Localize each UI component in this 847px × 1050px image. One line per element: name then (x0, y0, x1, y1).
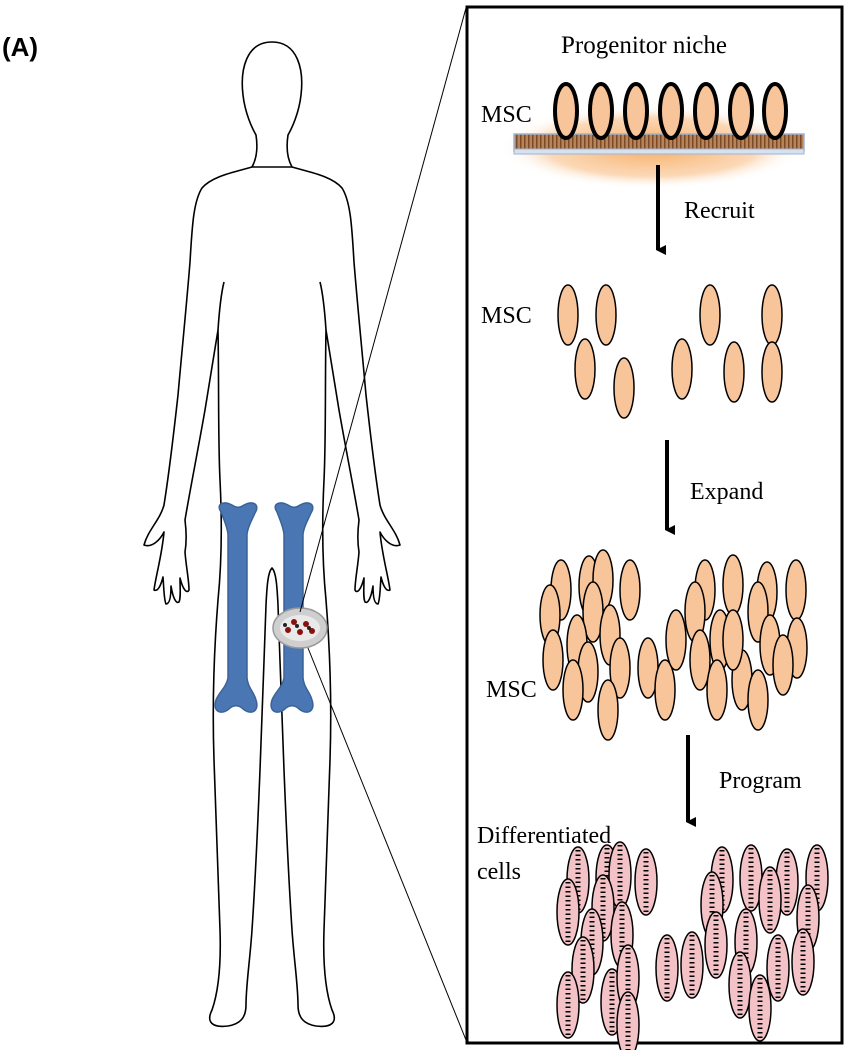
msc-cell (761, 341, 783, 403)
msc-label-expanded: MSC (486, 677, 537, 703)
msc-cell (613, 357, 635, 419)
msc-label-recruited: MSC (481, 303, 532, 329)
differentiated-cell (791, 928, 815, 996)
zoom-line-bottom (307, 647, 467, 1041)
differentiated-cell (634, 848, 658, 916)
differentiated-cell (556, 971, 580, 1039)
msc-cell (772, 634, 794, 696)
msc-cell (693, 82, 719, 140)
differentiated-cell (728, 951, 752, 1019)
msc-cell (623, 82, 649, 140)
msc-cell (665, 609, 687, 671)
expand-step-label: Expand (690, 479, 763, 505)
panel-label: (A) (2, 32, 38, 62)
msc-cell (619, 559, 641, 621)
msc-cell (658, 82, 684, 140)
niche-substrate (513, 133, 805, 152)
niche-msc-cells (553, 82, 788, 140)
msc-cell (699, 284, 721, 346)
msc-cell (728, 82, 754, 140)
msc-cell (595, 284, 617, 346)
msc-cell (588, 82, 614, 140)
bone-marrow-zoom-spot (272, 607, 328, 649)
right-femur-bone (270, 502, 314, 713)
msc-cell (761, 284, 783, 346)
msc-cell (597, 679, 619, 741)
differentiated-cells (556, 841, 829, 1050)
msc-cell (553, 82, 579, 140)
differentiated-label-line1: Differentiated (477, 823, 611, 849)
msc-cell (557, 284, 579, 346)
differentiated-cell (556, 878, 580, 946)
expanded-msc-cells (539, 549, 808, 741)
recruited-msc-cells (557, 284, 783, 419)
zoom-line-top (299, 7, 467, 613)
msc-cell (747, 669, 769, 731)
msc-cell (722, 554, 744, 616)
msc-cell (722, 609, 744, 671)
msc-cell (689, 629, 711, 691)
differentiated-label-line2: cells (477, 859, 521, 885)
msc-cell (542, 629, 564, 691)
msc-cell (574, 338, 596, 400)
program-step-label: Program (719, 768, 802, 794)
msc-cell (671, 338, 693, 400)
msc-cell (654, 659, 676, 721)
niche-title: Progenitor niche (561, 32, 727, 59)
msc-cell (762, 82, 788, 140)
msc-cell (785, 559, 807, 621)
differentiated-cell (766, 934, 790, 1002)
left-femur-bone (214, 502, 258, 713)
msc-cell (706, 659, 728, 721)
human-body-outline (143, 41, 401, 1028)
differentiated-cell (758, 866, 782, 934)
differentiated-cell (704, 911, 728, 979)
differentiated-cell (616, 991, 640, 1050)
differentiated-cell (655, 934, 679, 1002)
recruit-step-label: Recruit (684, 198, 755, 224)
differentiated-cell (748, 974, 772, 1042)
msc-label-niche: MSC (481, 102, 532, 128)
msc-cell (562, 659, 584, 721)
msc-cell (609, 637, 631, 699)
differentiated-cell (680, 931, 704, 999)
msc-cell (723, 341, 745, 403)
